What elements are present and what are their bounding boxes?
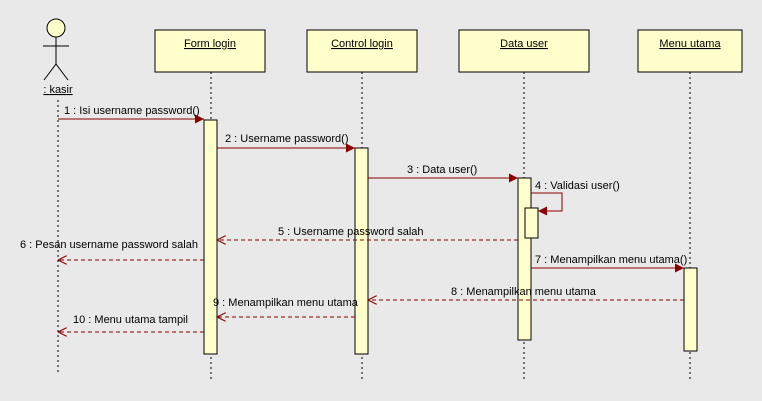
object-form-login-label: Form login <box>184 38 236 50</box>
object-form-login-box <box>154 29 266 73</box>
object-menu-utama-label: Menu utama <box>659 38 721 50</box>
actor-right-leg <box>55 63 69 81</box>
object-menu-utama-box <box>637 29 743 73</box>
message-4-arrow <box>531 192 563 216</box>
message-4-label: 4 : Validasi user() <box>535 180 620 192</box>
activation-data-user-nested <box>524 207 539 239</box>
actor-label: : kasir <box>43 84 73 96</box>
activation-data-user <box>517 177 532 341</box>
activation-form-login <box>203 119 218 355</box>
message-5-label: 5 : Username password salah <box>278 226 424 238</box>
message-9-label: 9 : Menampilkan menu utama <box>213 297 359 309</box>
object-control-login[interactable]: Control login <box>306 29 418 73</box>
message-2-label: 2 : Username password() <box>225 133 349 145</box>
object-control-login-box <box>306 29 418 73</box>
activation-control-login <box>354 147 369 355</box>
object-data-user-label: Data user <box>500 38 548 50</box>
object-form-login[interactable]: Form login <box>154 29 266 73</box>
activation-menu-utama <box>683 267 698 352</box>
message-8-label: 8 : Menampilkan menu utama <box>451 286 597 298</box>
message-1-label: 1 : Isi username password() <box>64 105 200 117</box>
object-menu-utama[interactable]: Menu utama <box>637 29 743 73</box>
actor-kasir[interactable]: : kasir <box>43 18 73 96</box>
object-data-user[interactable]: Data user <box>458 29 590 73</box>
object-data-user-box <box>458 29 590 73</box>
message-3-label: 3 : Data user() <box>407 164 477 176</box>
message-10-label: 10 : Menu utama tampil <box>73 314 188 326</box>
message-7-label: 7 : Menampilkan menu utama() <box>535 254 687 266</box>
actor-left-leg <box>43 63 57 81</box>
object-control-login-label: Control login <box>331 38 393 50</box>
actor-head <box>46 18 66 38</box>
message-6-label: 6 : Pesan username password salah <box>20 239 198 251</box>
